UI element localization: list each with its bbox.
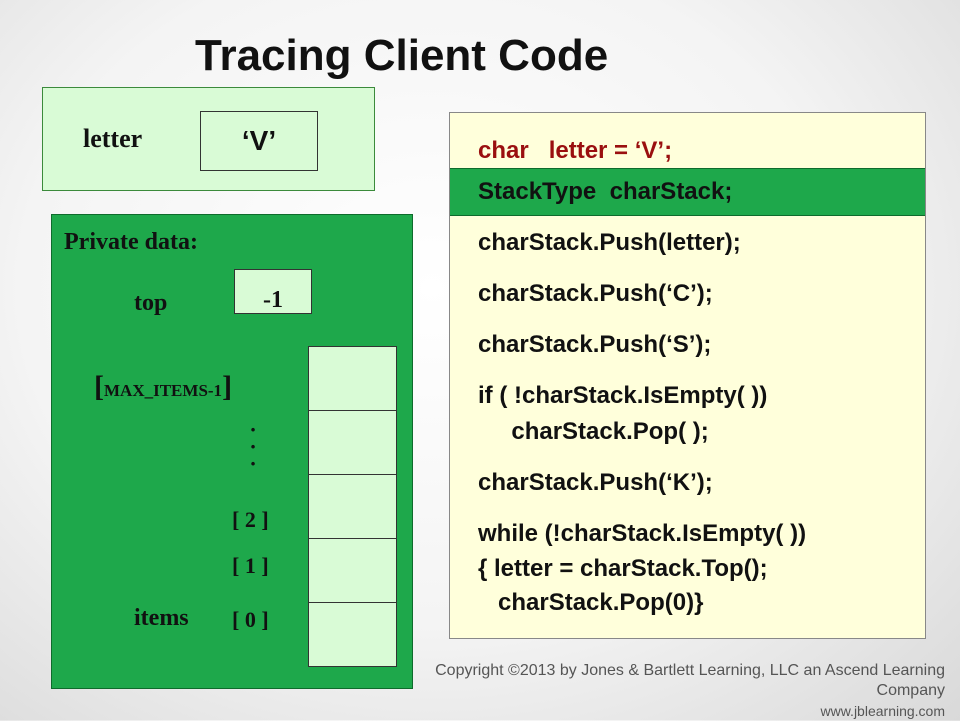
letter-variable-label: letter xyxy=(83,124,143,153)
code-line-7: charStack.Pop( ); xyxy=(478,418,709,445)
index-0-label: [ 0 ] xyxy=(232,607,269,632)
array-cell-0 xyxy=(308,602,397,667)
array-cell-ellipsis xyxy=(308,410,397,475)
code-line-8: charStack.Push(‘K’); xyxy=(478,469,713,496)
items-label: items xyxy=(134,605,189,631)
array-cell-1 xyxy=(308,538,397,603)
top-label: top xyxy=(134,290,168,316)
top-value-cell: -1 xyxy=(234,269,312,314)
array-cell-2 xyxy=(308,474,397,539)
index-1-label: [ 1 ] xyxy=(232,553,269,578)
code-line-6: if ( !charStack.IsEmpty( )) xyxy=(478,382,768,409)
letter-variable-cell: ‘V’ xyxy=(200,111,318,171)
copyright-line: Copyright ©2013 by Jones & Bartlett Lear… xyxy=(435,662,945,699)
copyright-notice: Copyright ©2013 by Jones & Bartlett Lear… xyxy=(425,661,945,721)
ellipsis-dots: · · · xyxy=(249,417,257,476)
code-line-5: charStack.Push(‘S’); xyxy=(478,331,712,358)
code-line-3: charStack.Push(letter); xyxy=(478,229,741,256)
code-line-11: charStack.Pop(0)} xyxy=(478,589,704,616)
items-array xyxy=(308,346,397,667)
publisher-url: www.jblearning.com xyxy=(820,703,946,719)
code-panel: char letter = ‘V’; StackType charStack; … xyxy=(449,112,926,639)
current-line-highlight xyxy=(450,168,925,216)
private-data-label: Private data: xyxy=(64,229,198,255)
code-line-1: char letter = ‘V’; xyxy=(478,137,673,164)
array-cell-max xyxy=(308,346,397,411)
max-index-text: MAX_ITEMS-1 xyxy=(104,381,223,400)
slide-title: Tracing Client Code xyxy=(195,31,609,80)
code-line-10: { letter = charStack.Top(); xyxy=(478,555,768,582)
index-2-label: [ 2 ] xyxy=(232,507,269,532)
code-line-2: StackType charStack; xyxy=(478,178,733,205)
code-line-4: charStack.Push(‘C’); xyxy=(478,280,713,307)
code-line-9: while (!charStack.IsEmpty( )) xyxy=(478,520,807,547)
letter-variable-panel: letter ‘V’ xyxy=(42,87,375,191)
stack-private-data-panel: Private data: top -1 [MAX_ITEMS-1] · · ·… xyxy=(51,214,413,689)
max-index-label: [MAX_ITEMS-1] xyxy=(94,370,233,403)
